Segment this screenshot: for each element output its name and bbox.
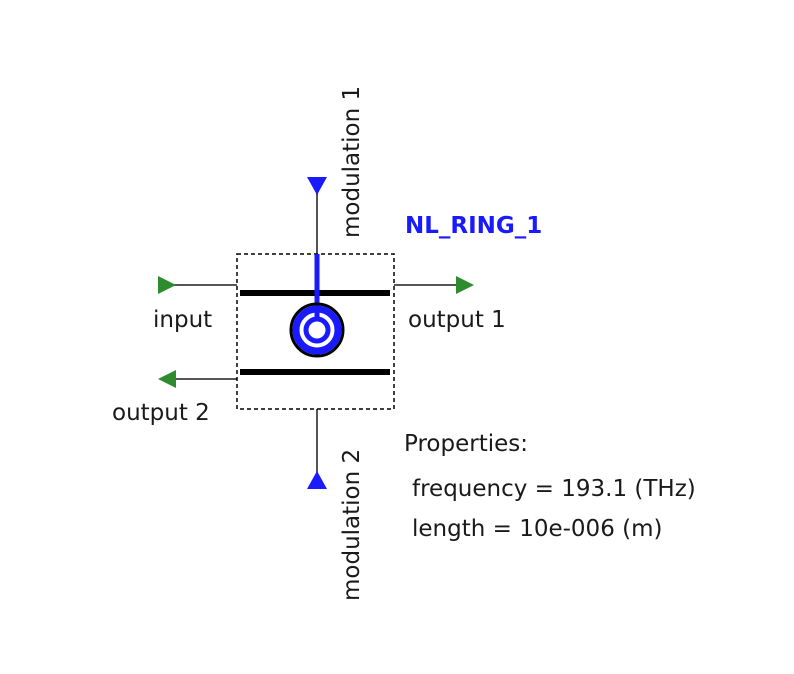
- input-label: input: [153, 307, 212, 333]
- property-length: length = 10e-006 (m): [412, 516, 662, 542]
- modulation-1-port-icon[interactable]: [307, 177, 327, 195]
- output-1-label: output 1: [408, 307, 506, 333]
- ring-resonator-icon: [289, 302, 345, 358]
- modulation-1-label: modulation 1: [339, 86, 365, 238]
- properties-header: Properties:: [404, 431, 528, 457]
- property-frequency: frequency = 193.1 (THz): [412, 476, 696, 502]
- output-2-label: output 2: [112, 400, 210, 426]
- modulation-2-label: modulation 2: [339, 449, 365, 601]
- output-1-port-icon[interactable]: [456, 276, 474, 294]
- output-2-port-icon[interactable]: [158, 370, 176, 388]
- input-port-icon[interactable]: [158, 276, 176, 294]
- modulation-2-port-icon[interactable]: [307, 471, 327, 489]
- component-name: NL_RING_1: [405, 213, 542, 239]
